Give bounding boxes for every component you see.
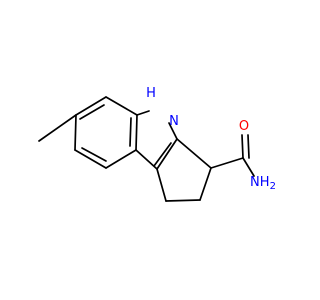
bond-c3-carbonyl-c [210, 157, 244, 169]
indole-h-text: H [146, 86, 156, 101]
bond-c5-c4-inner [81, 147, 107, 162]
bond-c4-c3a [105, 149, 137, 169]
bond-c7a-c7 [105, 96, 138, 116]
bond-c2-c3 [199, 167, 212, 201]
bond-c3a-c7a-inner [129, 117, 132, 147]
indole-h-label: H [145, 87, 157, 100]
amide-n-text: N [250, 175, 260, 190]
bond-c8b-c1 [156, 168, 167, 202]
indole-n-text: N [169, 114, 179, 129]
bond-c7a-n [136, 110, 150, 116]
bond-carbonyl-o-1 [241, 134, 244, 159]
bond-c6-c5 [74, 114, 77, 151]
molecule-structure [38, 96, 255, 202]
amide-subscript: 2 [269, 181, 276, 192]
bond-methyl [38, 114, 77, 142]
carbonyl-o-text: O [238, 119, 250, 134]
amide-h-text: H [259, 175, 270, 190]
bond-c3-c8a [176, 138, 212, 169]
bond-c3a-c7a [135, 114, 138, 151]
bond-c5-c4 [74, 149, 107, 169]
bond-c8b-c3a [135, 149, 158, 170]
molecule-diagram: H N O NH2 [38, 87, 276, 202]
bond-c8a-c8b [156, 138, 178, 170]
bond-n-c8a [168, 122, 178, 140]
amide-nh2-label: NH2 [250, 175, 276, 192]
bond-c7-c6 [75, 96, 107, 116]
bond-c8a-c8b-inner [153, 142, 172, 167]
bond-c7-c6-inner [79, 104, 105, 120]
indole-n-label: N [168, 115, 180, 128]
bond-carbonyl-o-2 [247, 134, 250, 159]
bond-carbonyl-c-n [242, 157, 255, 177]
bond-c1-c2 [165, 199, 201, 202]
carbonyl-o-label: O [238, 120, 250, 133]
